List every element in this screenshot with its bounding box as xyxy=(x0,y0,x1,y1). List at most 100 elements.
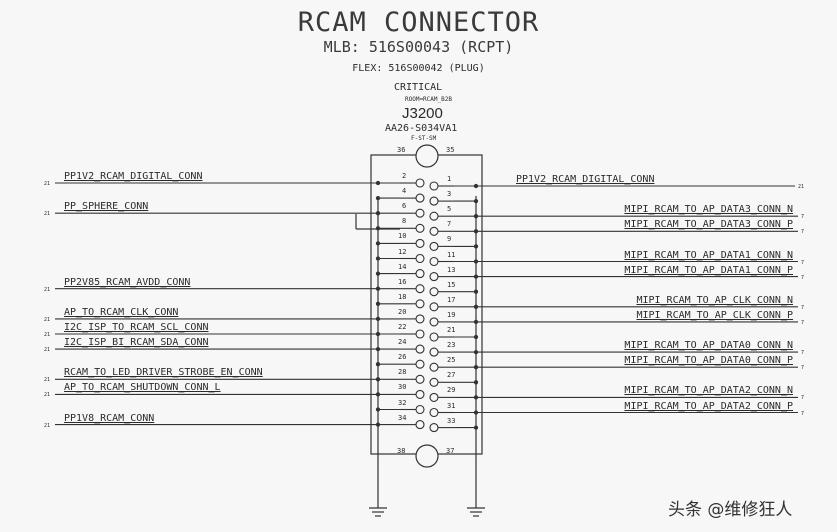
pin-number: 10 xyxy=(398,232,407,241)
pin-number: 4 xyxy=(402,187,407,196)
pin-number: 15 xyxy=(447,280,456,289)
room-label: ROOM=RCAM_B2B xyxy=(405,96,452,103)
pin-number: 8 xyxy=(402,217,407,226)
pin-number: 3 xyxy=(447,190,452,199)
net-label: I2C_ISP_TO_RCAM_SCL_CONN xyxy=(64,322,209,333)
net-label: MIPI_RCAM_TO_AP_DATA1_CONN_N xyxy=(624,249,793,261)
pin-number: 29 xyxy=(447,386,456,395)
net-label: MIPI_RCAM_TO_AP_DATA1_CONN_P xyxy=(624,264,793,276)
page-reference: 21 xyxy=(798,184,805,190)
page-reference: 21 xyxy=(44,211,51,218)
net-label: MIPI_RCAM_TO_AP_CLK_CONN_N xyxy=(636,294,793,306)
pin-number: 2 xyxy=(402,172,407,180)
page-reference: 7 xyxy=(801,274,805,281)
page-reference: 21 xyxy=(44,377,51,384)
page-reference: 21 xyxy=(44,316,51,323)
pin-contact xyxy=(415,193,425,203)
page-reference: 7 xyxy=(801,395,805,402)
pin-number: 20 xyxy=(398,307,407,316)
mount-hole-top xyxy=(415,144,439,168)
pin-number: 22 xyxy=(398,323,407,331)
net-label: PP1V8_RCAM_CONN xyxy=(64,412,155,424)
pin-contact xyxy=(429,287,439,297)
page-reference: 21 xyxy=(44,181,51,187)
mount-pin-label: 38 xyxy=(397,447,406,455)
reference-designator: J3200 xyxy=(402,105,443,122)
pin-contact xyxy=(429,423,439,433)
page-reference: 21 xyxy=(44,422,51,429)
net-label: MIPI_RCAM_TO_AP_DATA3_CONN_P xyxy=(624,219,793,231)
pin-number: 11 xyxy=(447,250,456,259)
watermark: 头条 @维修狂人 xyxy=(668,500,793,520)
pin-contact xyxy=(429,407,439,418)
page-reference: 7 xyxy=(801,229,805,236)
page-reference: 21 xyxy=(44,347,51,354)
page-reference: 21 xyxy=(44,286,51,293)
schematic-title: RCAM CONNECTOR xyxy=(297,7,540,38)
pin-number: 19 xyxy=(447,310,456,319)
pin-number: 5 xyxy=(447,205,452,214)
pin-number: 21 xyxy=(447,326,456,334)
pin-contact xyxy=(415,404,425,415)
critical-label: CRITICAL xyxy=(394,82,443,93)
page-reference: 7 xyxy=(801,350,805,357)
pin-number: 31 xyxy=(447,401,456,410)
net-label: PP1V2_RCAM_DIGITAL_CONN xyxy=(64,171,203,182)
pin-number: 6 xyxy=(402,202,407,211)
pin-contact xyxy=(429,347,439,357)
mount-pin-label: 36 xyxy=(397,146,406,154)
pin-number: 23 xyxy=(447,341,456,350)
pin-number: 14 xyxy=(398,262,407,271)
pin-number: 13 xyxy=(447,265,456,274)
mount-hole-bottom xyxy=(415,444,439,468)
net-label: MIPI_RCAM_TO_AP_DATA2_CONN_N xyxy=(624,385,793,397)
pin-contact xyxy=(429,317,439,327)
pin-contact xyxy=(415,269,425,279)
pin-contact xyxy=(429,392,439,402)
pin-contact xyxy=(415,344,425,354)
mount-pin-label: 37 xyxy=(446,447,455,455)
pin-contact xyxy=(415,284,425,294)
pin-number: 9 xyxy=(447,235,452,244)
pin-contact xyxy=(415,420,425,430)
net-label: MIPI_RCAM_TO_AP_DATA0_CONN_N xyxy=(624,340,793,352)
pin-contact xyxy=(429,196,439,206)
pin-number: 26 xyxy=(398,353,407,362)
pin-number: 16 xyxy=(398,277,407,286)
ground-symbol-right xyxy=(467,507,485,517)
pin-number: 18 xyxy=(398,292,407,301)
mlb-part-number: MLB: 516S00043 (RCPT) xyxy=(323,38,514,56)
net-label: MIPI_RCAM_TO_AP_DATA3_CONN_N xyxy=(624,204,793,216)
net-label: MIPI_RCAM_TO_AP_DATA2_CONN_P xyxy=(624,400,793,412)
mount-pin-label: 35 xyxy=(446,146,455,154)
pin-number: 34 xyxy=(398,413,407,422)
ground-symbol-left xyxy=(369,507,387,517)
pin-contact xyxy=(415,314,425,324)
pin-contact xyxy=(415,374,425,384)
net-label: PP2V85_RCAM_AVDD_CONN xyxy=(64,276,191,288)
flex-part-number: FLEX: 516S00042 (PLUG) xyxy=(352,63,485,74)
page-reference: 7 xyxy=(801,319,805,326)
pin-contact xyxy=(415,253,425,264)
page-reference: 7 xyxy=(801,304,805,311)
pin-number: 12 xyxy=(398,247,407,256)
part-number: AA26-S034VA1 xyxy=(385,123,458,134)
page-reference: 7 xyxy=(801,214,805,221)
pin-contact xyxy=(415,223,425,233)
pin-number: 25 xyxy=(447,356,456,365)
pin-number: 24 xyxy=(398,338,407,347)
pin-number: 7 xyxy=(447,220,452,229)
page-reference: 21 xyxy=(44,392,51,399)
pin-number: 28 xyxy=(398,368,407,377)
pin-contact xyxy=(429,362,439,372)
pin-contact xyxy=(415,359,425,369)
page-reference: 7 xyxy=(801,365,805,372)
footprint-label: F-ST-SM xyxy=(411,135,437,142)
pin-number: 1 xyxy=(447,175,452,183)
page-reference: 7 xyxy=(801,259,805,266)
pin-contact xyxy=(429,211,439,221)
pin-number: 30 xyxy=(398,383,407,392)
pin-contact xyxy=(415,178,425,188)
pin-number: 27 xyxy=(447,371,456,380)
